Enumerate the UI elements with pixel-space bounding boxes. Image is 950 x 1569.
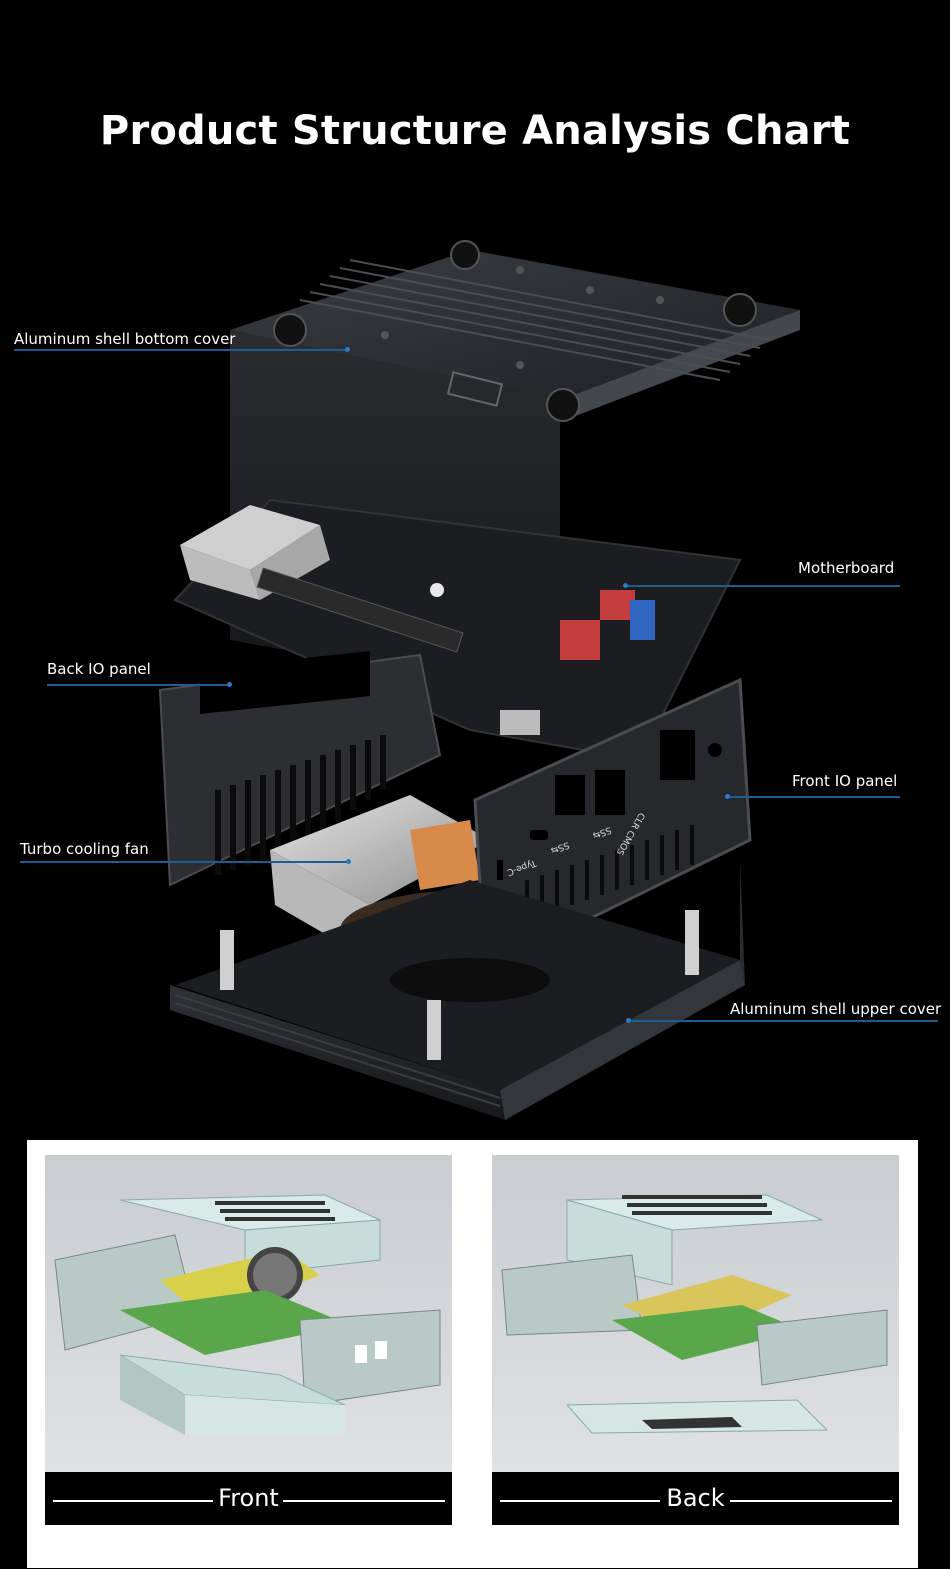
back-caption-line-right: [730, 1500, 892, 1502]
leader-dot-front-io: [725, 794, 730, 799]
leader-dot-motherboard: [623, 583, 628, 588]
front-caption-line-right: [283, 1500, 445, 1502]
leader-front-io: [727, 796, 900, 798]
leader-bottom-cover: [14, 349, 347, 351]
callout-motherboard: Motherboard: [798, 559, 894, 577]
front-view-image: [45, 1155, 452, 1525]
upper-cover-shape: [170, 860, 745, 1120]
back-caption: Back: [492, 1484, 899, 1512]
leader-dot-upper-cover: [626, 1018, 631, 1023]
front-caption-bar: Front: [45, 1472, 452, 1525]
back-caption-bar: Back: [492, 1472, 899, 1525]
leader-dot-back-io: [227, 682, 232, 687]
leader-cooling-fan: [20, 861, 348, 863]
callout-bottom-cover: Aluminum shell bottom cover: [14, 330, 235, 348]
leader-motherboard: [625, 585, 900, 587]
callout-upper-cover: Aluminum shell upper cover: [730, 1000, 941, 1018]
front-caption: Front: [45, 1484, 452, 1512]
leader-upper-cover: [628, 1020, 938, 1022]
callout-cooling-fan: Turbo cooling fan: [20, 840, 149, 858]
callout-back-io: Back IO panel: [47, 660, 151, 678]
back-view-image: [492, 1155, 899, 1525]
leader-dot-cooling-fan: [346, 859, 351, 864]
leader-dot-bottom-cover: [345, 347, 350, 352]
leader-back-io: [47, 684, 229, 686]
callout-front-io: Front IO panel: [792, 772, 897, 790]
